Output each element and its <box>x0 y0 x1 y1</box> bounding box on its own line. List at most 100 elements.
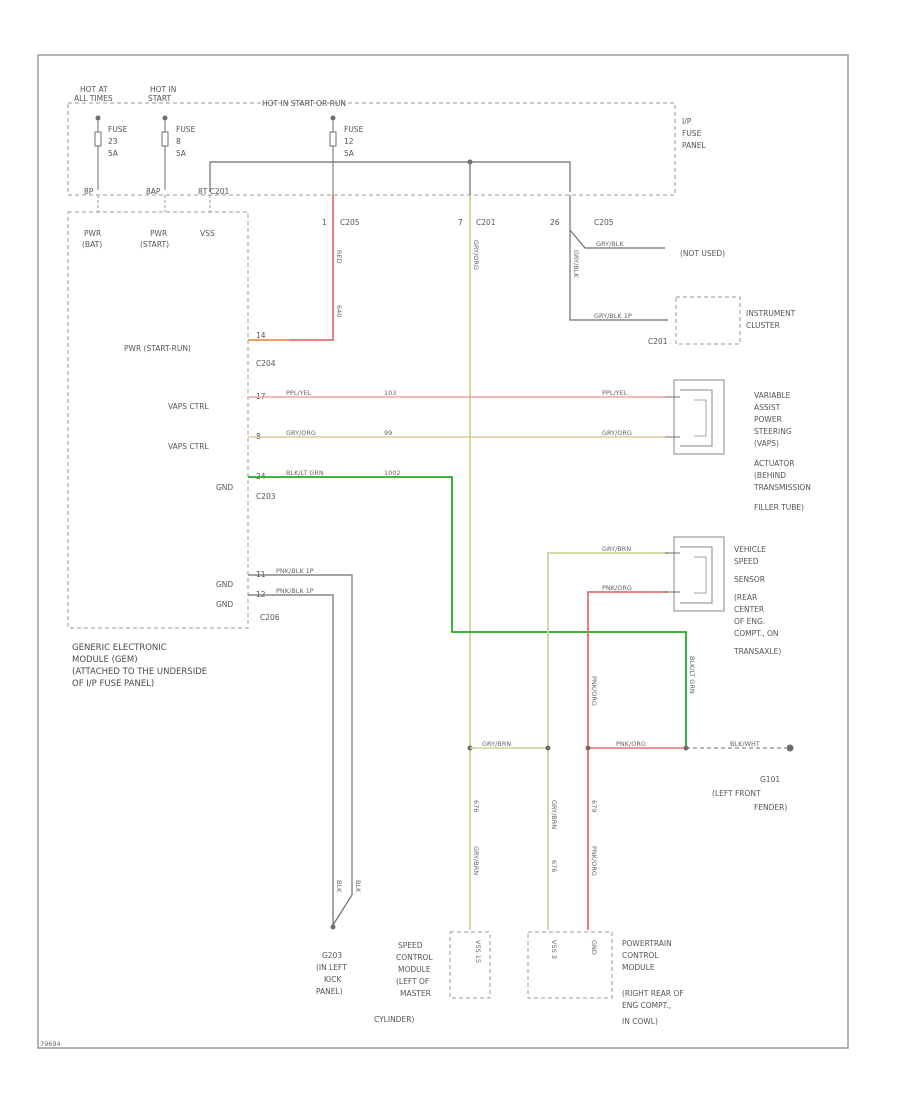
g101-label-2: (LEFT FRONT <box>712 789 761 798</box>
connector-c201-cluster: C201 <box>648 337 668 346</box>
pcm-label-5: ENG COMPT., <box>622 1001 671 1010</box>
ip-fuse-panel-box <box>67 102 676 196</box>
vss-label-8: TRANSAXLE) <box>733 647 781 656</box>
speed-control-pin: VSS 15 <box>474 940 482 963</box>
splice-pnk-org <box>585 745 591 751</box>
instrument-cluster-label-2: CLUSTER <box>746 321 780 330</box>
pcm-label-3: MODULE <box>622 963 655 972</box>
instrument-cluster-label: INSTRUMENT <box>746 309 796 318</box>
pin-7: 7 <box>458 218 463 227</box>
wire-label-gry-blk-cluster: GRY/BLK 1P <box>594 312 632 320</box>
g203-label-1: G203 <box>322 951 342 960</box>
not-used-label: (NOT USED) <box>680 249 725 258</box>
red-wire-pwr-start-run <box>248 195 334 341</box>
connector-c206: C206 <box>260 613 280 622</box>
wire-label-blk-lt-grn: BLK/LT GRN <box>286 469 324 477</box>
gem-pin-pwr-start-2: (START) <box>140 240 169 249</box>
hot-in-start-run-label: HOT IN START OR RUN <box>262 99 346 108</box>
svg-text:FUSE: FUSE <box>176 125 196 134</box>
wire-label-blk-low-1: BLK <box>335 880 343 893</box>
gem-pin-pwr-bat-2: (BAT) <box>82 240 102 249</box>
hot-in-start-label: HOT IN <box>150 85 176 94</box>
wire-label-gry-org-right: GRY/ORG <box>602 429 632 437</box>
pin-14: 14 <box>256 331 266 340</box>
vaps-label-5: (VAPS) <box>754 439 779 448</box>
gem-pin-pwr-bat: PWR <box>84 229 101 238</box>
speed-control-label-6: CYLINDER) <box>374 1015 414 1024</box>
vss-label-2: SPEED <box>734 557 759 566</box>
g101-label-1: G101 <box>760 775 780 784</box>
gem-caption-1: GENERIC ELECTRONIC <box>72 643 167 653</box>
fuse-23: FUSE 23 5A <box>94 115 128 190</box>
gem-caption-4: OF I/P FUSE PANEL) <box>72 679 154 689</box>
wire-label-blk-wht: BLK/WHT <box>730 740 760 748</box>
wire-label-gry-org-h: GRY/ORG <box>286 429 316 437</box>
vss-label-6: OF ENG. <box>734 617 765 626</box>
instrument-cluster-box <box>675 296 741 345</box>
speed-control-module-box <box>449 931 491 999</box>
wire-label-gry-blk-not-used: GRY/BLK <box>596 240 624 248</box>
pin-8p: 8P <box>84 187 94 196</box>
gry-brn-wire-vss <box>547 552 668 930</box>
gry-blk-wire-not-used <box>569 229 665 249</box>
g203-ground-dot <box>330 924 336 930</box>
wire-label-blk-lt-grn-vert: BLK/LT GRN <box>688 656 696 694</box>
vaps-label-7: (BEHIND <box>754 471 786 480</box>
gem-caption-3: (ATTACHED TO THE UNDERSIDE <box>72 667 207 677</box>
wire-label-gry-blk-top: GRY/BLK <box>572 250 580 278</box>
wire-label-pnk-org-top: PNK/ORG <box>602 584 632 592</box>
connector-c205-top: C205 <box>340 218 360 227</box>
svg-text:5A: 5A <box>344 149 355 158</box>
fuse-12: FUSE 12 5A <box>329 115 364 195</box>
pcm-label-4: (RIGHT REAR OF <box>622 989 684 998</box>
connector-c204: C204 <box>256 359 276 368</box>
vaps-label-9: FILLER TUBE) <box>754 503 804 512</box>
pin-8ap: 8AP <box>146 187 161 196</box>
vss-label-3: SENSOR <box>734 575 765 584</box>
pnk-org-wire-vss <box>587 591 668 930</box>
svg-text:FUSE: FUSE <box>108 125 128 134</box>
splice-gry-brn <box>545 745 551 751</box>
wire-label-pnk-blk-2: PNK/BLK 1P <box>276 587 314 595</box>
figure-id: 79694 <box>40 1040 61 1048</box>
gem-label-vaps-ctrl-1: VAPS CTRL <box>168 402 209 411</box>
pcm-box <box>527 931 613 999</box>
wire-label-676-a: 676 <box>472 800 480 812</box>
speed-control-label-4: (LEFT OF <box>396 977 429 986</box>
ip-fuse-panel-label-2: FUSE <box>682 129 702 138</box>
vaps-label-6: ACTUATOR <box>754 459 795 468</box>
vaps-label-1: VARIABLE <box>754 391 791 400</box>
gem-label-gnd-1: GND <box>216 483 233 492</box>
gem-pin-pwr-start: PWR <box>150 229 167 238</box>
wire-label-red: RED <box>335 250 343 264</box>
vaps-label-8: TRANSMISSION <box>753 483 811 492</box>
svg-text:23: 23 <box>108 137 118 146</box>
pnk-blk-wire-2 <box>248 594 334 925</box>
vss-label-5: CENTER <box>734 605 764 614</box>
wire-label-pnk-org-vert: PNK/ORG <box>590 676 598 706</box>
pnk-blk-wire-1 <box>248 574 353 926</box>
diagram-frame <box>37 54 849 1049</box>
wire-label-gry-brn-b: GRY/BRN <box>550 800 558 829</box>
svg-text:FUSE: FUSE <box>344 125 364 134</box>
wire-label-gry-org-top: GRY/ORG <box>472 240 480 270</box>
wire-label-blk-low-2: BLK <box>354 880 362 893</box>
pin-1: 1 <box>322 218 327 227</box>
vss-label-4: (REAR <box>734 593 757 602</box>
ip-fuse-panel-label-3: PANEL <box>682 141 707 150</box>
wire-label-gry-brn-top: GRY/BRN <box>602 545 631 553</box>
ip-fuse-panel-label: I/P <box>682 117 692 126</box>
wire-label-676-b: 676 <box>550 860 558 872</box>
pcm-label-2: CONTROL <box>622 951 659 960</box>
speed-control-label-3: MODULE <box>398 965 431 974</box>
gem-label-gnd-2: GND <box>216 580 233 589</box>
connector-c205-right: C205 <box>594 218 614 227</box>
gem-label-pwr-start-run: PWR (START-RUN) <box>124 344 191 353</box>
vss-label-7: COMPT., ON <box>734 629 779 638</box>
wire-label-99: 99 <box>384 429 392 437</box>
blk-lt-grn-wire <box>248 476 687 748</box>
wire-label-679: 679 <box>590 800 598 812</box>
wire-label-103: 103 <box>384 389 396 397</box>
svg-text:5A: 5A <box>176 149 187 158</box>
